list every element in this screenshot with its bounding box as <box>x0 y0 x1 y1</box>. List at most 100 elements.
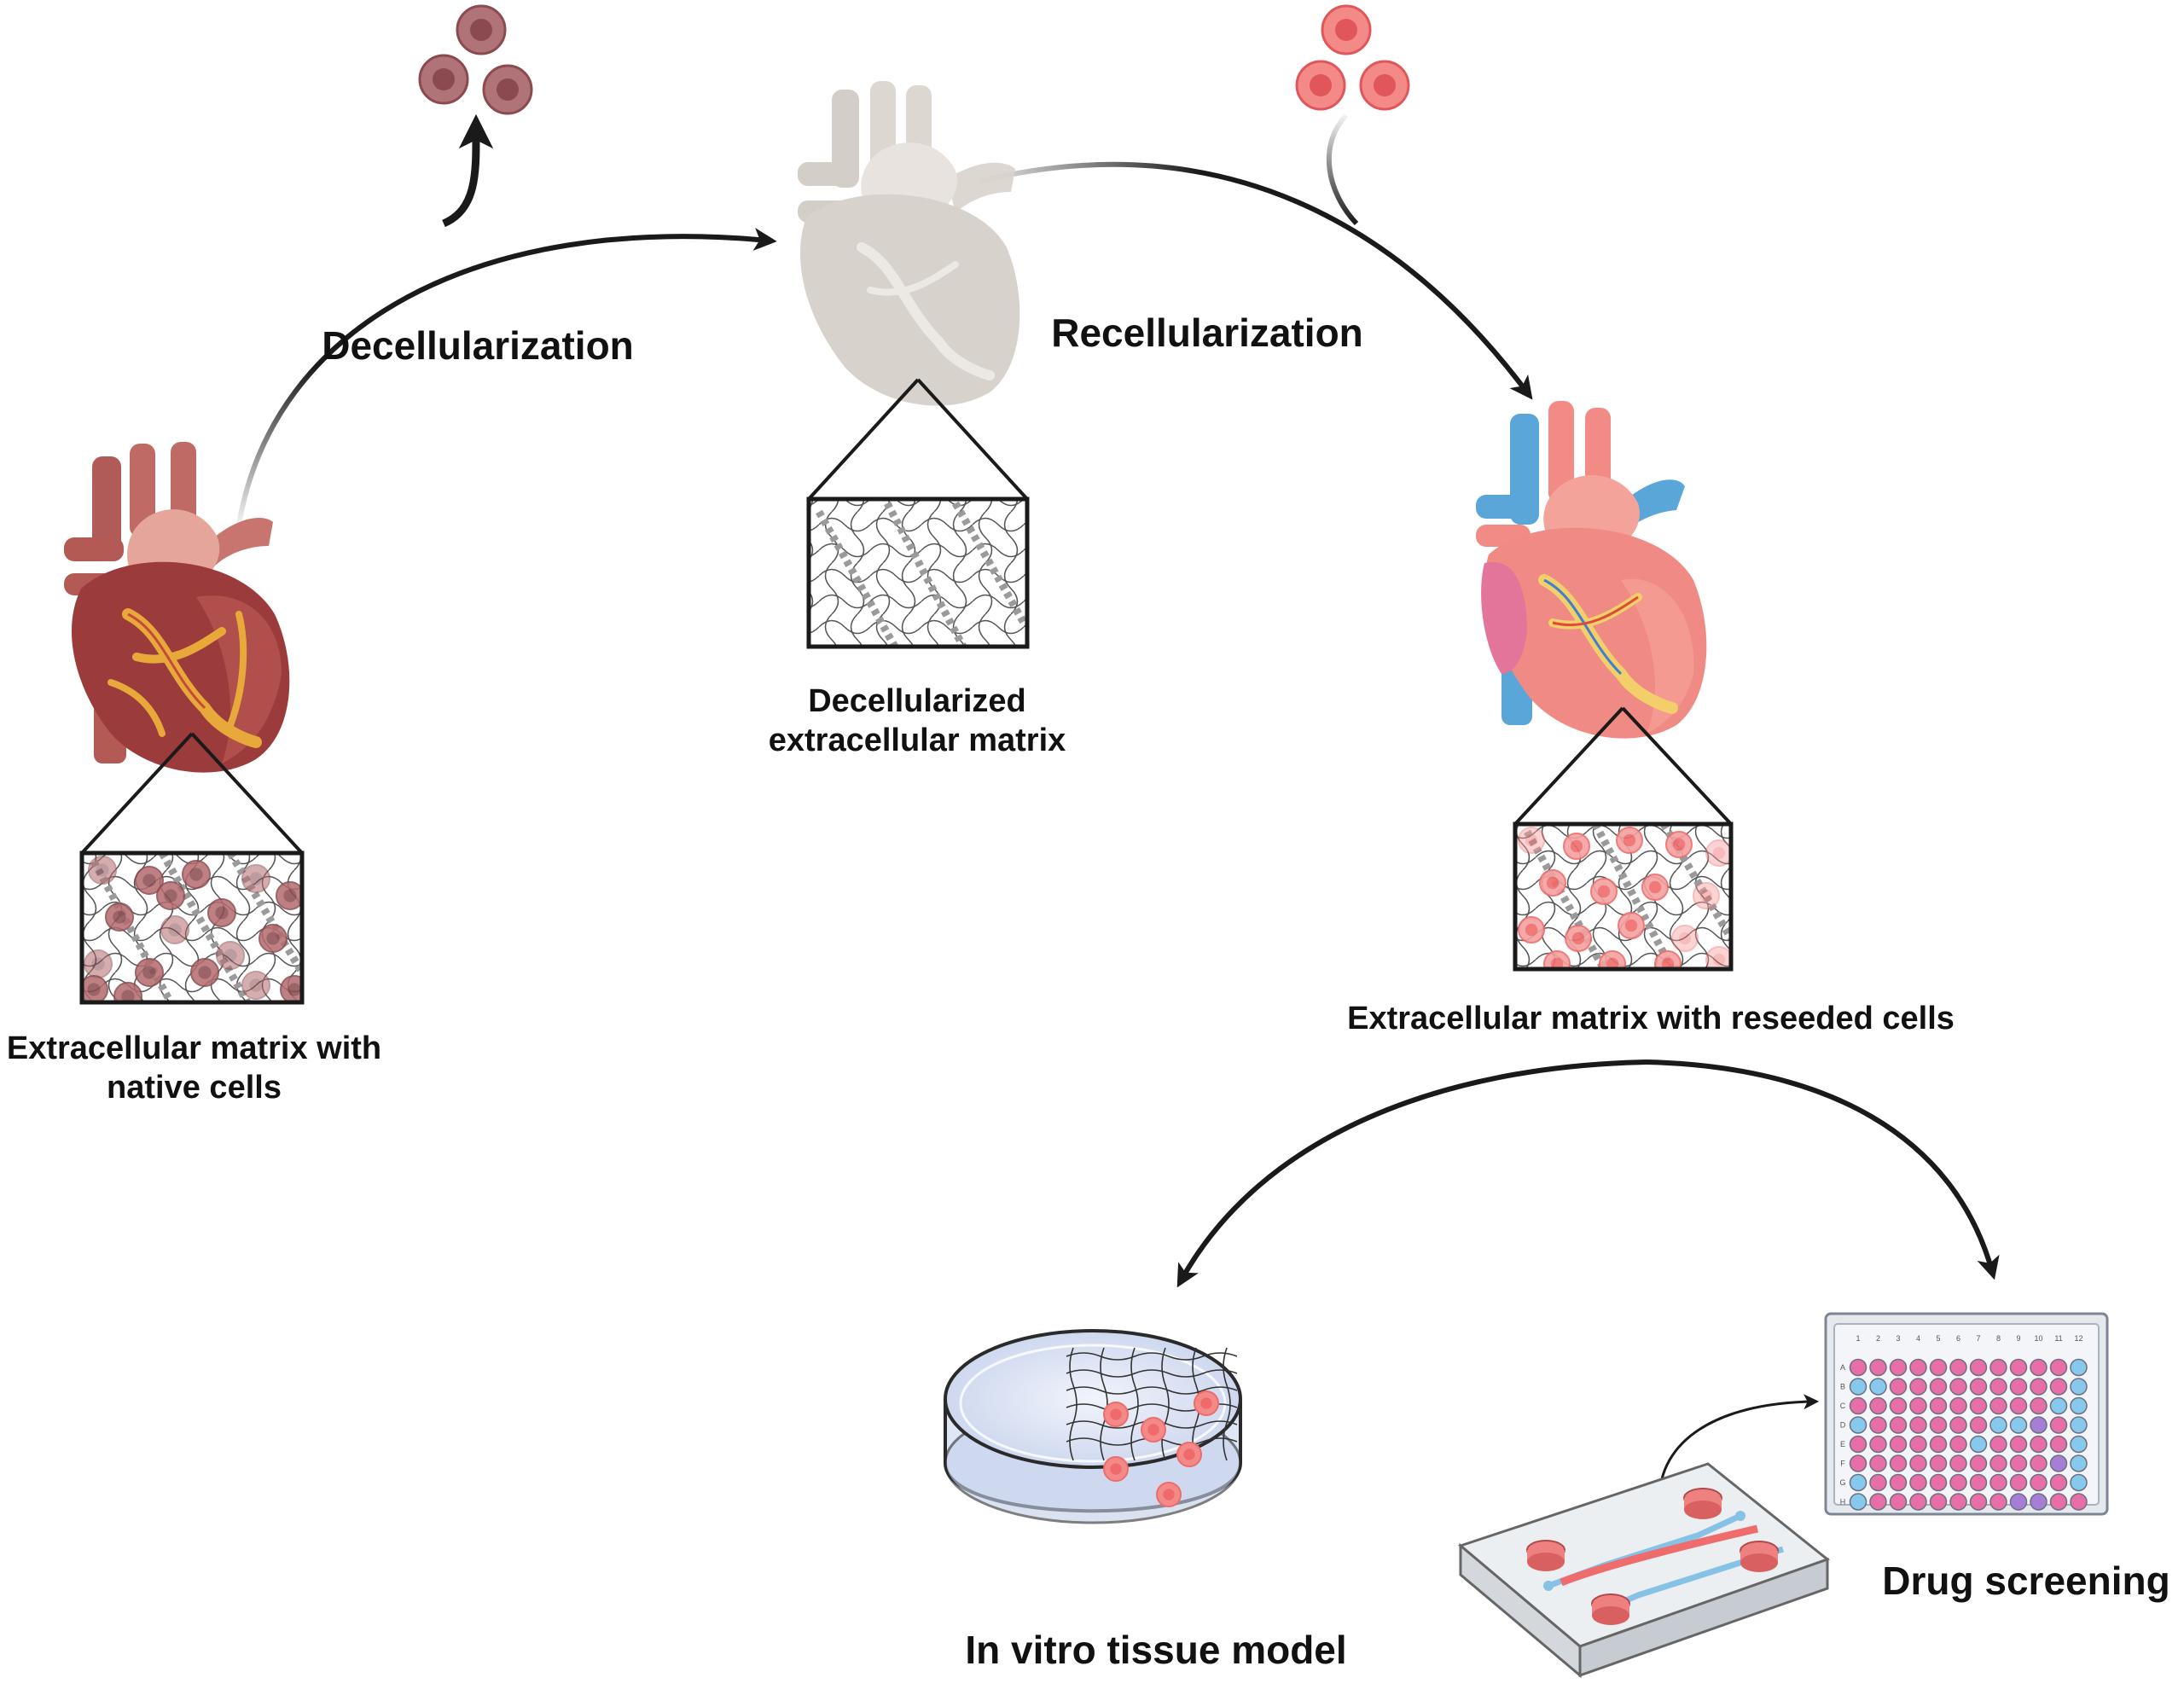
plate-row-label: C <box>1840 1402 1846 1410</box>
plate-well <box>2009 1358 2028 1377</box>
plate-row-label: E <box>1840 1440 1845 1448</box>
plate-well <box>2049 1416 2068 1434</box>
microfluidic-chip <box>1457 1462 1831 1679</box>
plate-row-label: H <box>1840 1498 1846 1506</box>
cell <box>190 958 219 987</box>
plate-well <box>1889 1358 1908 1377</box>
plate-well <box>2030 1493 2048 1511</box>
native-heart <box>64 442 290 773</box>
plate-well <box>2030 1473 2048 1492</box>
application-arrow-right <box>1646 1059 2000 1280</box>
reseeded-matrix-caption: Extracellular matrix with reseeded cells <box>1347 1001 1955 1036</box>
plate-well <box>1969 1493 1988 1511</box>
plate-well <box>1969 1454 1988 1472</box>
plate-well <box>2049 1435 2068 1454</box>
cell <box>216 941 245 970</box>
plate-well <box>1989 1493 2007 1511</box>
cell <box>1518 916 1545 943</box>
decellularized-matrix-inset <box>806 378 1030 649</box>
plate-column-label: 11 <box>2054 1334 2062 1343</box>
plate-well <box>2030 1435 2048 1454</box>
plate-well <box>1849 1454 1867 1472</box>
plate-well <box>1909 1454 1927 1472</box>
plate-well <box>2049 1454 2068 1472</box>
plate-well <box>2030 1378 2048 1396</box>
plate-well <box>2049 1396 2068 1415</box>
plate-well <box>1869 1378 1887 1396</box>
plate-well <box>2009 1473 2028 1492</box>
plate-well <box>1869 1396 1887 1415</box>
plate-well <box>1849 1378 1867 1396</box>
plate-well <box>1989 1473 2007 1492</box>
plate-well <box>1889 1416 1908 1434</box>
dish-cells <box>1103 1390 1219 1507</box>
cell <box>207 898 236 927</box>
plate-wells <box>1849 1358 2088 1511</box>
reseeded-matrix-inset <box>1513 706 1734 972</box>
native-caption-line-2: native cells <box>107 1069 282 1106</box>
plate-well <box>1949 1454 1967 1472</box>
plate-well <box>1909 1358 1927 1377</box>
application-arrow-left <box>1176 1059 1647 1288</box>
cell <box>1539 869 1566 897</box>
cell <box>1599 950 1626 969</box>
plate-well <box>1949 1396 1967 1415</box>
cell <box>1641 874 1669 901</box>
cell <box>1103 1402 1129 1427</box>
decellularization-label: Decellularization <box>322 323 634 368</box>
plate-column-label: 5 <box>1936 1334 1940 1343</box>
decellularized-heart <box>798 81 1020 406</box>
cell-removal-arrow <box>442 113 494 228</box>
plate-column-label: 3 <box>1896 1334 1900 1343</box>
plate-well <box>1949 1435 1967 1454</box>
plate-well <box>1949 1493 1967 1511</box>
petri-dish <box>944 1329 1242 1524</box>
cell <box>241 971 270 1000</box>
plate-well <box>2049 1473 2068 1492</box>
plate-well <box>1869 1435 1887 1454</box>
decellularized-matrix-caption: Decellularized extracellular matrix <box>734 682 1101 760</box>
cell <box>1705 839 1731 867</box>
plate-well <box>2030 1416 2048 1434</box>
plate-well <box>2009 1416 2028 1434</box>
plate-well <box>1929 1435 1948 1454</box>
plate-well <box>2070 1416 2088 1434</box>
arrows <box>236 113 2000 1501</box>
recellularization-arrow <box>980 161 1533 400</box>
cell <box>456 4 507 55</box>
plate-well <box>1989 1435 2007 1454</box>
cell <box>135 958 164 987</box>
plate-well <box>2009 1378 2028 1396</box>
plate-well <box>1969 1435 1988 1454</box>
plate-well <box>1909 1493 1927 1511</box>
plate-row-label: D <box>1840 1421 1846 1430</box>
plate-well <box>1989 1454 2007 1472</box>
plate-well <box>1929 1416 1948 1434</box>
plate-well <box>1989 1396 2007 1415</box>
plate-well <box>1849 1358 1867 1377</box>
recellularized-heart <box>1476 401 1707 739</box>
plate-well <box>1889 1473 1908 1492</box>
cell <box>241 864 270 893</box>
drug-screening-caption: Drug screening <box>1882 1559 2170 1603</box>
plate-well <box>1989 1378 2007 1396</box>
plate-well <box>1869 1358 1887 1377</box>
plate-column-label: 2 <box>1876 1334 1880 1343</box>
cell <box>135 866 164 895</box>
plate-well <box>1849 1435 1867 1454</box>
plate-well <box>1929 1454 1948 1472</box>
cell <box>1705 946 1731 969</box>
cell <box>1141 1417 1166 1442</box>
cell <box>1359 60 1410 111</box>
cell <box>1518 827 1545 854</box>
removed-cells <box>418 4 533 115</box>
plate-column-label: 6 <box>1956 1334 1960 1343</box>
plate-well <box>1969 1378 1988 1396</box>
cell <box>88 856 117 885</box>
plate-well <box>1909 1435 1927 1454</box>
plate-well <box>1889 1378 1908 1396</box>
plate-row-label: B <box>1840 1383 1845 1391</box>
